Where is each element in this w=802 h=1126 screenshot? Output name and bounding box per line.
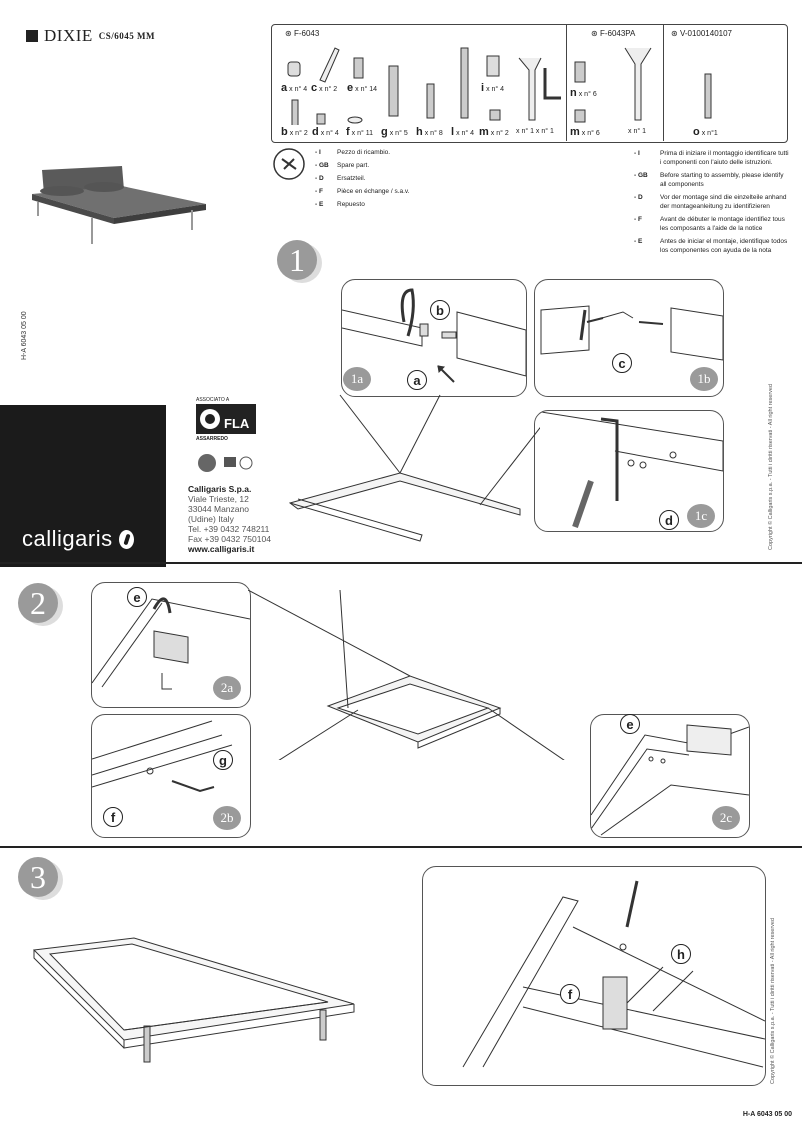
footer-code: H-A 6043 05 00 <box>742 1111 792 1118</box>
cert-badge-icon <box>239 456 253 470</box>
wrench-drawing <box>624 47 652 121</box>
step-1-number: 1 <box>277 240 317 280</box>
divider <box>0 562 802 564</box>
pillow-left <box>40 186 84 196</box>
title-square-icon <box>26 30 38 42</box>
calligaris-logo-icon <box>118 529 134 549</box>
hardware-drawings <box>287 47 712 125</box>
divider <box>0 846 802 848</box>
part-code: ⊛ F-6043PA <box>591 29 636 38</box>
product-title: DIXIE CS/6045 MM <box>26 26 155 46</box>
part-m2-drawing <box>574 109 586 123</box>
callout-h: h <box>671 944 691 964</box>
callout-f: f <box>103 807 123 827</box>
allen-key-drawing <box>543 68 561 100</box>
parts-divider <box>663 24 664 141</box>
part-i-drawing <box>486 55 500 77</box>
brand-block <box>0 405 166 567</box>
mattress-side <box>32 194 114 224</box>
spare-part-icon <box>273 148 305 180</box>
callout-g: g <box>213 750 233 770</box>
step-2-frame-drawing <box>248 590 565 760</box>
panel-1c-drawing <box>535 411 723 528</box>
part-d-drawing <box>316 113 326 125</box>
sub-step-1c: 1c <box>687 504 715 528</box>
panel-1a <box>341 279 527 397</box>
part-label: x n° 1 x n° 1 <box>516 128 554 135</box>
part-g-drawing <box>388 65 399 117</box>
sub-step-2b: 2b <box>213 806 241 830</box>
panel-1b-drawing <box>540 305 723 361</box>
part-label: x n° 1 <box>628 128 646 135</box>
fla-top: ASSOCIATO A <box>196 397 230 403</box>
part-code: ⊛ F-6043 <box>285 29 320 38</box>
panel-1a-drawing <box>342 288 526 383</box>
panel-2c-drawing <box>591 724 749 836</box>
fla-logo: FLA <box>196 404 256 434</box>
part-m-drawing <box>489 109 501 121</box>
part-f-drawing <box>347 116 363 124</box>
part-c-drawing <box>319 47 340 83</box>
part-code: ⊛ V-0100140107 <box>671 29 732 38</box>
part-n-drawing <box>574 61 586 83</box>
callout-e: e <box>620 714 640 734</box>
mattress-front <box>114 204 206 224</box>
part-b-drawing <box>291 99 299 125</box>
panel-2a-drawing <box>92 597 250 690</box>
cisq-badge-icon <box>224 457 236 467</box>
sub-step-2a: 2a <box>213 676 241 700</box>
bed-illustration <box>32 166 206 244</box>
part-o-drawing <box>704 73 712 119</box>
part-e-drawing <box>353 57 364 79</box>
copyright: Copyright © Calligaris s.p.a. - Tutti i … <box>770 917 776 1084</box>
fla-text: FLA <box>224 416 250 431</box>
fla-sub: ASSARREDO <box>196 436 228 442</box>
side-code: H-A 6043 05 00 <box>21 311 28 360</box>
callout-f: f <box>560 984 580 1004</box>
panel-3-detail <box>422 866 766 1086</box>
part-l-drawing <box>460 47 469 119</box>
step-3-frame-drawing <box>32 937 355 1063</box>
copyright: Copyright © Calligaris s.p.a. - Tutti i … <box>768 383 774 550</box>
parts-list-box <box>271 24 788 143</box>
iso-badge-icon <box>198 454 216 472</box>
panel-2b-drawing <box>92 720 233 793</box>
certification-badges <box>198 454 253 472</box>
step-2-number: 2 <box>18 583 58 623</box>
part-h-drawing <box>426 83 435 119</box>
sub-step-1a: 1a <box>343 367 371 391</box>
callout-d: d <box>659 510 679 530</box>
callout-e: e <box>127 587 147 607</box>
sub-step-2c: 2c <box>712 806 740 830</box>
callout-c: c <box>612 353 632 373</box>
callout-b: b <box>430 300 450 320</box>
panel-3-drawing <box>462 880 765 1068</box>
part-a-drawing <box>287 61 301 77</box>
pillow-right <box>84 182 124 192</box>
callout-a: a <box>407 370 427 390</box>
brand-logo: calligaris <box>22 526 134 552</box>
sub-step-1b: 1b <box>690 367 718 391</box>
parts-divider <box>566 24 567 141</box>
step-1-frame-drawing <box>288 394 540 542</box>
step-3-number: 3 <box>18 857 58 897</box>
company-address: Calligaris S.p.a. Viale Trieste, 12 3304… <box>188 484 271 554</box>
wrench-drawing <box>518 57 542 121</box>
